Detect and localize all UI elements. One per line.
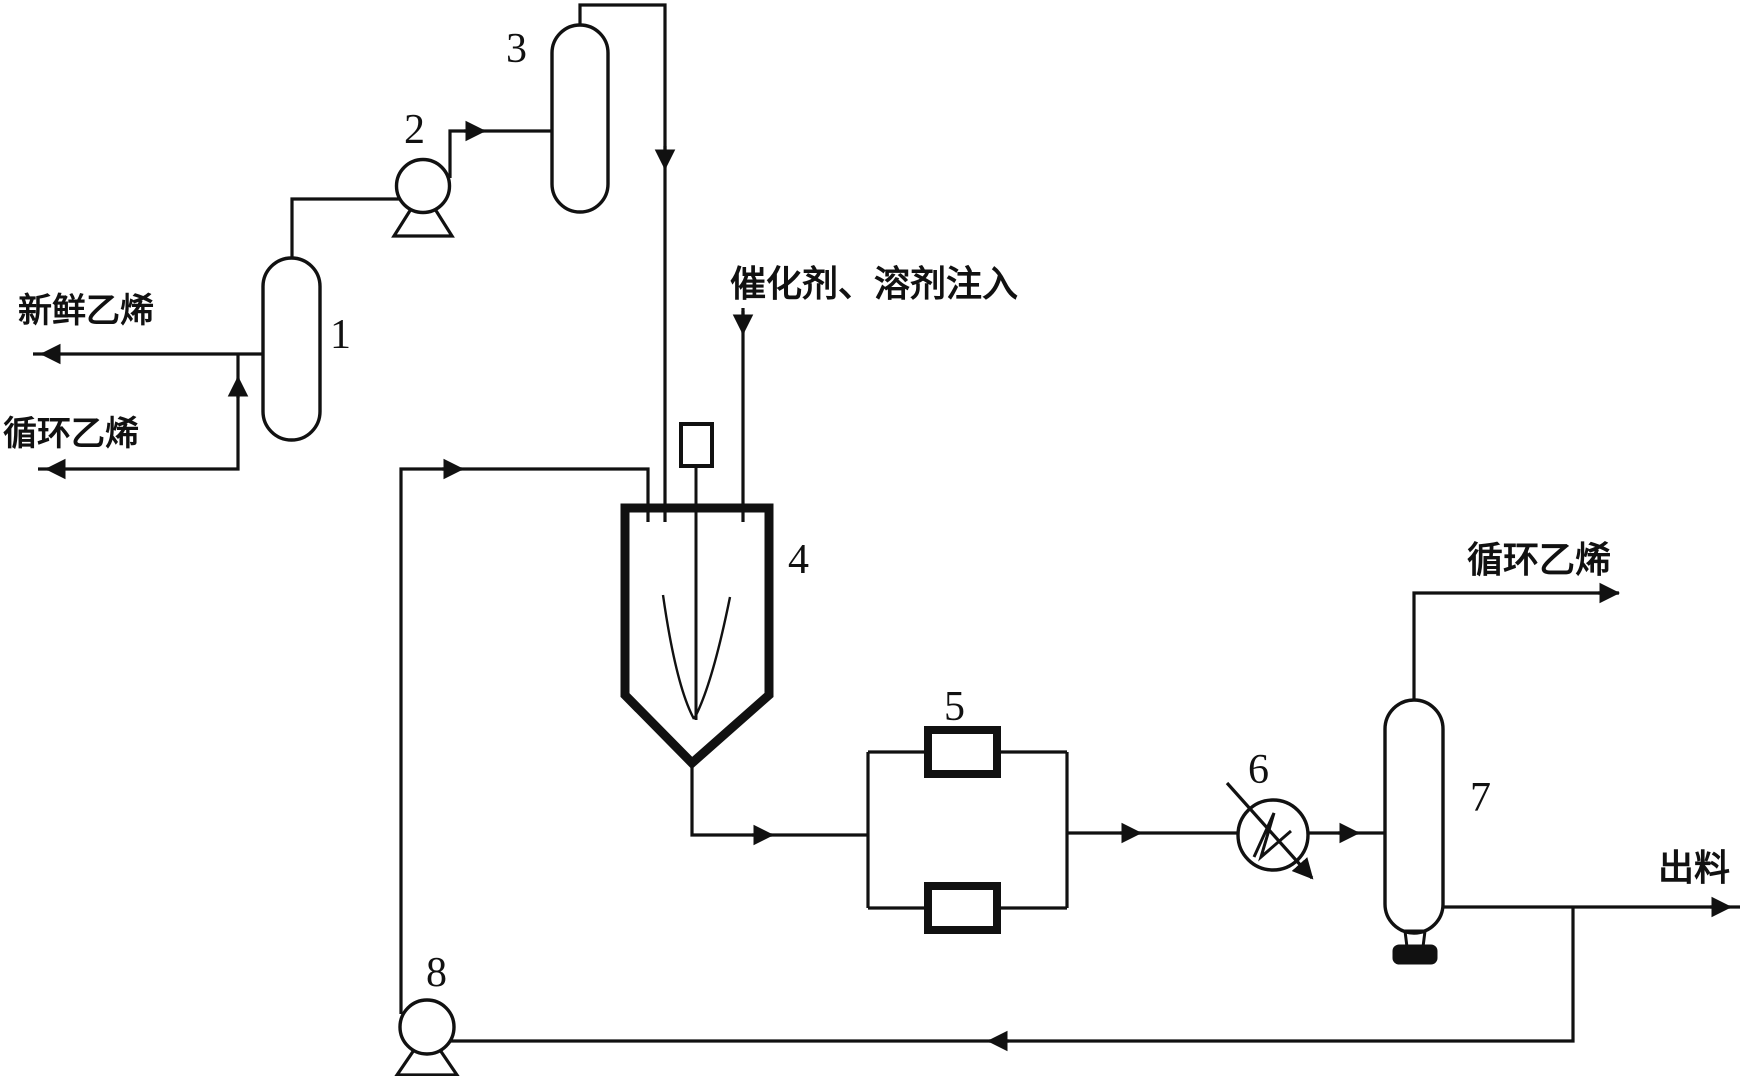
stream-labels: 新鲜乙烯 循环乙烯 催化剂、溶剂注入 循环乙烯 出料 bbox=[3, 264, 1730, 888]
pump-8 bbox=[398, 998, 456, 1056]
flow-arrows bbox=[39, 120, 1733, 1052]
equipment bbox=[261, 23, 1445, 1076]
pipe-bottoms-recycle-return bbox=[450, 907, 1575, 1043]
reactor-4 bbox=[620, 503, 774, 770]
label-catalyst-solvent-injection: 催化剂、溶剂注入 bbox=[730, 264, 1018, 304]
equipment-number-2: 2 bbox=[404, 107, 425, 153]
agitator-impeller bbox=[661, 594, 732, 720]
heat-exchanger-coil bbox=[1252, 812, 1292, 862]
pipe-pump8-to-reactor bbox=[399, 467, 650, 1014]
equipment-number-7: 7 bbox=[1470, 775, 1491, 821]
agitator-motor bbox=[679, 422, 714, 468]
pipe-pump2-to-vessel3 bbox=[448, 129, 552, 178]
heat-exchanger-duty-arrow bbox=[1225, 781, 1314, 880]
equipment-number-1: 1 bbox=[330, 312, 351, 358]
pipe-vessel7-overhead bbox=[1412, 591, 1619, 700]
vessel-7-foot bbox=[1392, 944, 1438, 965]
piping bbox=[33, 3, 1740, 1043]
pump-2 bbox=[394, 157, 452, 215]
pipe-reactor-outlet bbox=[690, 760, 868, 837]
equipment-numbers: 1 2 3 4 5 6 7 8 bbox=[330, 26, 1491, 996]
unit-5-top-box bbox=[924, 726, 1001, 778]
label-recycle-ethylene-overhead: 循环乙烯 bbox=[1467, 540, 1611, 580]
equipment-number-6: 6 bbox=[1248, 747, 1269, 793]
equipment-number-3: 3 bbox=[506, 26, 527, 72]
equipment-number-5: 5 bbox=[944, 684, 965, 730]
unit-5-bottom-box bbox=[924, 882, 1001, 934]
equipment-number-4: 4 bbox=[788, 537, 809, 583]
label-recycle-ethylene-feed: 循环乙烯 bbox=[3, 415, 139, 453]
equipment-number-8: 8 bbox=[426, 950, 447, 996]
label-fresh-ethylene: 新鲜乙烯 bbox=[18, 292, 154, 330]
pipe-vessel3-overhead-to-reactor bbox=[578, 3, 667, 522]
vessel-1 bbox=[261, 256, 322, 442]
vessel-7 bbox=[1383, 698, 1445, 935]
label-product-outlet: 出料 bbox=[1658, 848, 1730, 888]
vessel-3 bbox=[550, 23, 610, 214]
pipe-vessel1-to-pump2 bbox=[290, 197, 400, 258]
